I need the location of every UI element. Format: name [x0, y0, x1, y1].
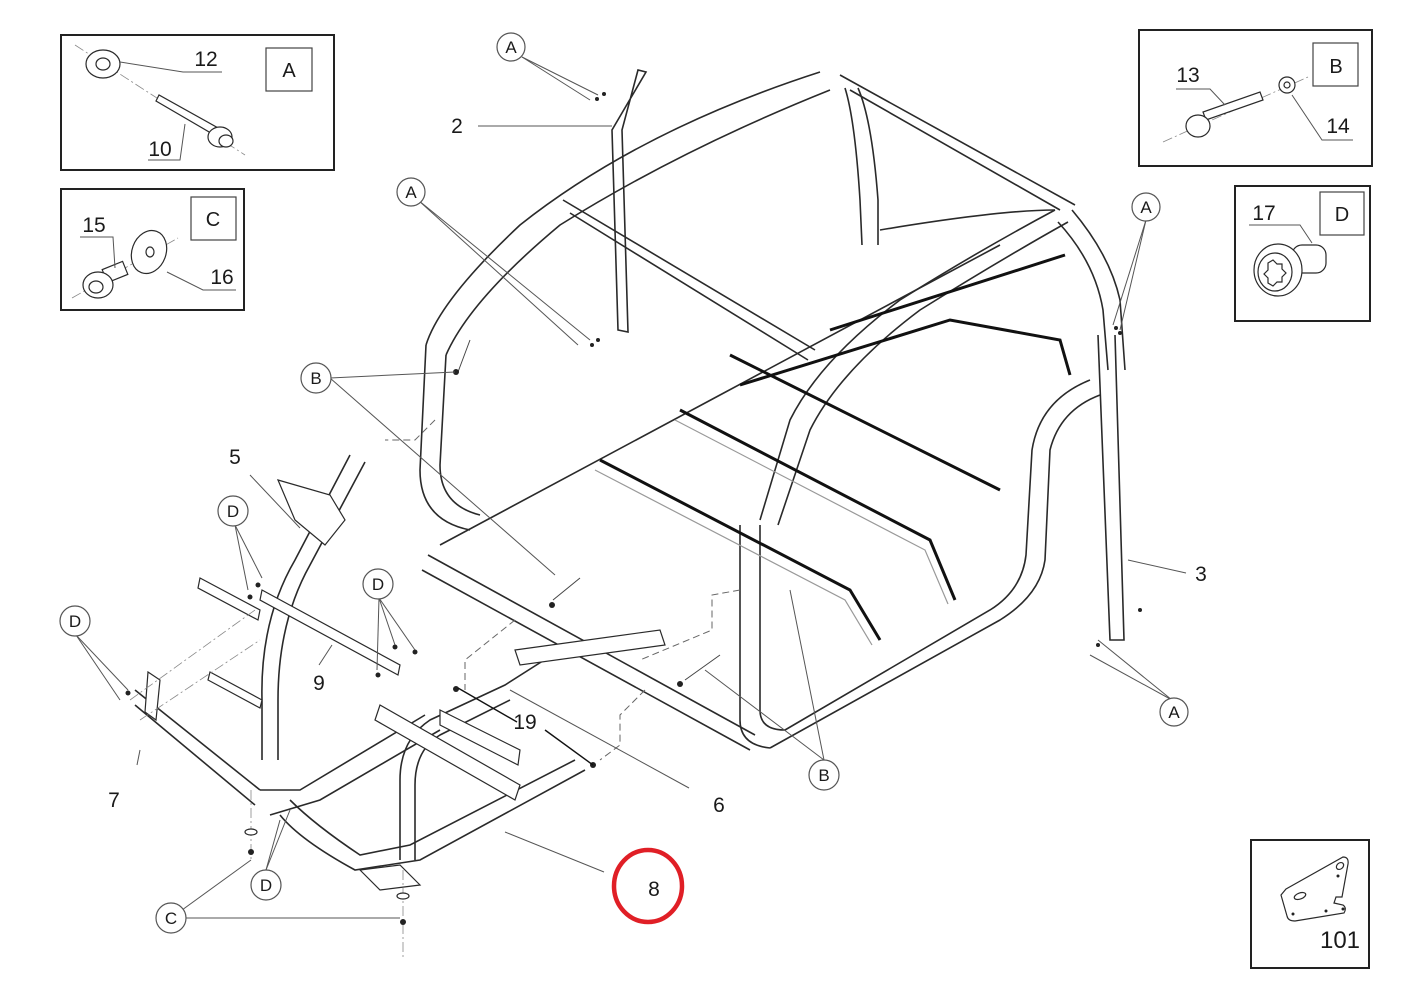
bubble-c[interactable]: C: [155, 902, 187, 934]
torx-shoulder-screw-icon: [1253, 243, 1327, 297]
part-number-15: 15: [82, 214, 105, 237]
roll-cage-assembly: [385, 69, 1142, 768]
detail-tag-d: [1319, 191, 1365, 236]
bubble-a-left[interactable]: A: [396, 177, 426, 207]
svg-text:A: A: [1168, 703, 1180, 722]
bubble-b-left[interactable]: B: [300, 362, 332, 394]
front-subframe-assembly: [125, 454, 666, 960]
part-number-13: 13: [1176, 64, 1199, 87]
detail-box-c[interactable]: C 15 16: [60, 188, 245, 311]
part-number-14: 14: [1326, 115, 1350, 138]
part-number-101: 101: [1320, 927, 1360, 954]
bracket-plate-icon: [1280, 856, 1349, 922]
part-number-17: 17: [1252, 202, 1275, 225]
callout-5[interactable]: 5: [229, 446, 241, 469]
torx-flange-screw-icon: [82, 260, 129, 299]
detail-tag-d-label: D: [1335, 204, 1349, 226]
detail-tag-b-label: B: [1329, 56, 1342, 78]
svg-text:A: A: [505, 38, 517, 57]
svg-text:D: D: [372, 575, 384, 594]
flat-washer-icon: [130, 229, 168, 275]
bubble-d-dashbar[interactable]: D: [362, 568, 394, 600]
callout-8[interactable]: 8: [648, 878, 660, 901]
callout-6[interactable]: 6: [713, 794, 725, 817]
callout-19[interactable]: 19: [513, 711, 536, 734]
bubble-a-top[interactable]: A: [496, 32, 526, 62]
detail-tag-c: [190, 196, 237, 241]
bubble-b-bottom[interactable]: B: [808, 759, 840, 791]
detail-box-b[interactable]: B 13 14: [1138, 29, 1373, 167]
bubble-a-right-bottom[interactable]: A: [1159, 697, 1189, 727]
detail-tag-a-label: A: [282, 60, 296, 82]
svg-text:A: A: [405, 183, 417, 202]
flange-bolt-icon: [155, 94, 234, 148]
svg-text:B: B: [310, 369, 321, 388]
svg-text:A: A: [1140, 198, 1152, 217]
svg-text:D: D: [227, 502, 239, 521]
inset-101[interactable]: 101: [1250, 839, 1370, 969]
part-number-10: 10: [148, 138, 171, 161]
detail-tag-c-label: C: [206, 209, 220, 231]
callout-3[interactable]: 3: [1195, 563, 1207, 586]
bubble-d-steering[interactable]: D: [217, 495, 249, 527]
bubble-d-bumper[interactable]: D: [59, 605, 91, 637]
hex-bolt-icon: [1185, 91, 1264, 138]
detail-box-a[interactable]: A 12 10: [60, 34, 335, 171]
bubble-a-right-top[interactable]: A: [1131, 192, 1161, 222]
highlight-circle: [611, 847, 685, 925]
svg-text:D: D: [260, 876, 272, 895]
flange-nut-icon: [85, 49, 121, 79]
bubble-d-subframe[interactable]: D: [250, 869, 282, 901]
callout-2[interactable]: 2: [451, 115, 463, 138]
leader-lines: [75, 56, 1187, 919]
part-number-12: 12: [194, 48, 217, 71]
svg-text:C: C: [165, 909, 177, 928]
callout-7[interactable]: 7: [108, 789, 120, 812]
washer-icon: [1278, 76, 1296, 94]
svg-text:D: D: [69, 612, 81, 631]
detail-tag-b: [1312, 42, 1359, 87]
detail-box-d[interactable]: D 17: [1234, 185, 1371, 322]
part-number-16: 16: [210, 266, 233, 289]
callout-9[interactable]: 9: [313, 672, 325, 695]
detail-tag-a: [265, 47, 313, 92]
svg-text:B: B: [818, 766, 829, 785]
